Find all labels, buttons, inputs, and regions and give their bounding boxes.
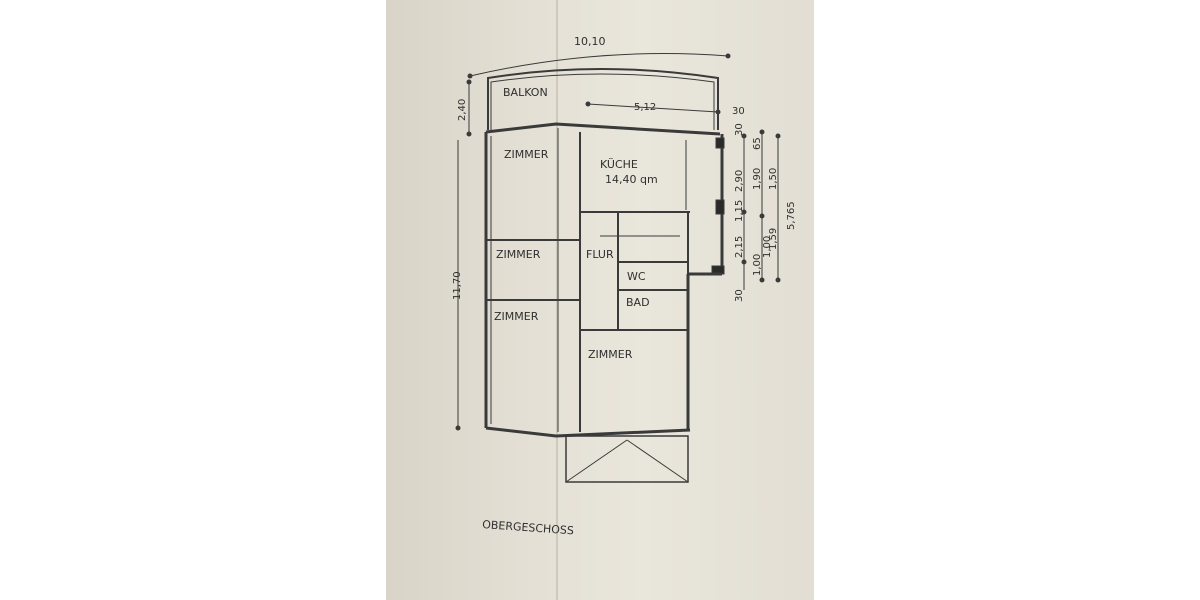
dim-30-low: 30	[734, 289, 745, 302]
dim-total-depth: 11,70	[452, 271, 463, 300]
kueche-label: KÜCHE	[600, 158, 638, 171]
plan-title: OBERGESCHOSS	[482, 518, 575, 537]
zimmer-right-bottom-label: ZIMMER	[588, 348, 633, 361]
wc-label: WC	[627, 270, 646, 283]
zimmer-left-bottom-label: ZIMMER	[494, 310, 539, 323]
balkon-label: BALKON	[503, 86, 548, 99]
dim-100b: 1,00	[762, 236, 773, 258]
dim-65: 65	[752, 137, 763, 150]
dim-159: 1,59	[768, 228, 779, 250]
flur-label: FLUR	[586, 248, 614, 261]
dim-190: 1,90	[752, 168, 763, 190]
dim-30-top: 30	[732, 106, 745, 117]
dim-balkon-depth: 2,40	[457, 99, 468, 121]
dim-total-width: 10,10	[574, 35, 606, 48]
dim-215: 2,15	[734, 236, 745, 258]
dimension-lines	[455, 53, 781, 431]
kueche-area: 14,40 qm	[605, 173, 658, 186]
dim-150: 1,50	[768, 168, 779, 190]
dim-290: 2,90	[734, 170, 745, 192]
dim-kitchen-width: 5,12	[634, 102, 656, 113]
dim-5765: 5,765	[786, 201, 797, 230]
zimmer-mid-label: ZIMMER	[496, 248, 541, 261]
dim-30-b: 30	[734, 123, 745, 136]
dim-115: 1,15	[734, 200, 745, 222]
dim-100a: 1,00	[752, 254, 763, 276]
walls	[484, 68, 725, 483]
zimmer-top-label: ZIMMER	[504, 148, 549, 161]
bad-label: BAD	[626, 296, 650, 309]
plan-paper	[386, 0, 814, 600]
